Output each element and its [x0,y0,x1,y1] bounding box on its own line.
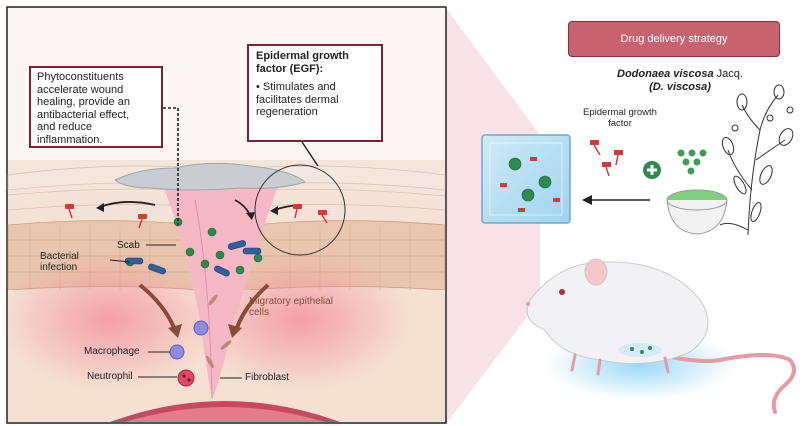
bacteria [124,240,262,277]
magnifier-circle [254,164,346,256]
egf-body-line: facilitates dermal [256,93,339,106]
egf-molecules-skin [65,204,328,229]
scab-label: Scab [117,240,140,251]
fibroblast-label: Fibroblast [245,372,289,383]
fibroblast-cells [206,294,232,369]
leader-lines [109,107,319,379]
mouse-illustration [526,258,796,414]
dodonaea-plant-drawing [719,84,794,236]
migratory-cells-line: Migratory epithelial [249,296,333,307]
bacterial-infection-line: infection [40,262,78,273]
phyto-line: antibacterial effect, [37,108,130,121]
egf-title-line: Epidermal growth [256,50,349,62]
egf-molecules-right [590,140,623,177]
neutrophil-label: Neutrophil [87,371,133,382]
bacterial-infection-label: Bacterial infection [40,251,79,273]
phyto-line: accelerate wound [37,83,124,96]
plus-icon [643,161,661,179]
egf-callout: Epidermal growth factor (EGF): • Stimula… [247,44,383,142]
migratory-cells-label: Migratory epithelial cells [249,296,333,318]
species-label: Dodonaea viscosa Jacq. (D. viscosa) [600,68,760,94]
drug-delivery-strategy-banner: Drug delivery strategy [568,21,780,57]
egf-right-line: Epidermal growth [583,107,657,118]
wound-cleft [160,176,280,400]
scab [114,162,307,191]
macrophage-cell [169,320,209,360]
migration-arrow-right [234,283,270,331]
egf-right-line: factor [608,118,632,129]
egf-title-line: factor (EGF): [256,62,324,75]
plant-extract-bowl [666,189,728,235]
species-author: Jacq. [716,68,743,80]
green-particles-right [677,149,707,175]
macrophage-label: Macrophage [84,346,140,357]
hydrogel-square [481,134,571,224]
phyto-line: healing, provide an [37,96,130,108]
migration-arrow-left [138,283,177,331]
species-abbrev: (D. viscosa) [649,81,711,93]
species-name: Dodonaea viscosa [617,68,714,80]
egf-body-line: regeneration [256,106,318,118]
bacterial-infection-line: Bacterial [40,251,79,262]
phyto-line: and reduce [37,121,93,133]
migratory-cells-line: cells [249,307,270,318]
egf-body-line: • Stimulates and [256,81,336,93]
phytoconstituents-callout: Phytoconstituents accelerate wound heali… [29,66,163,148]
phyto-line: Phytoconstituents [37,71,124,83]
egf-right-label: Epidermal growth factor [575,107,665,129]
phyto-line: inflammation. [37,133,103,146]
neutrophil-cell [177,369,195,387]
